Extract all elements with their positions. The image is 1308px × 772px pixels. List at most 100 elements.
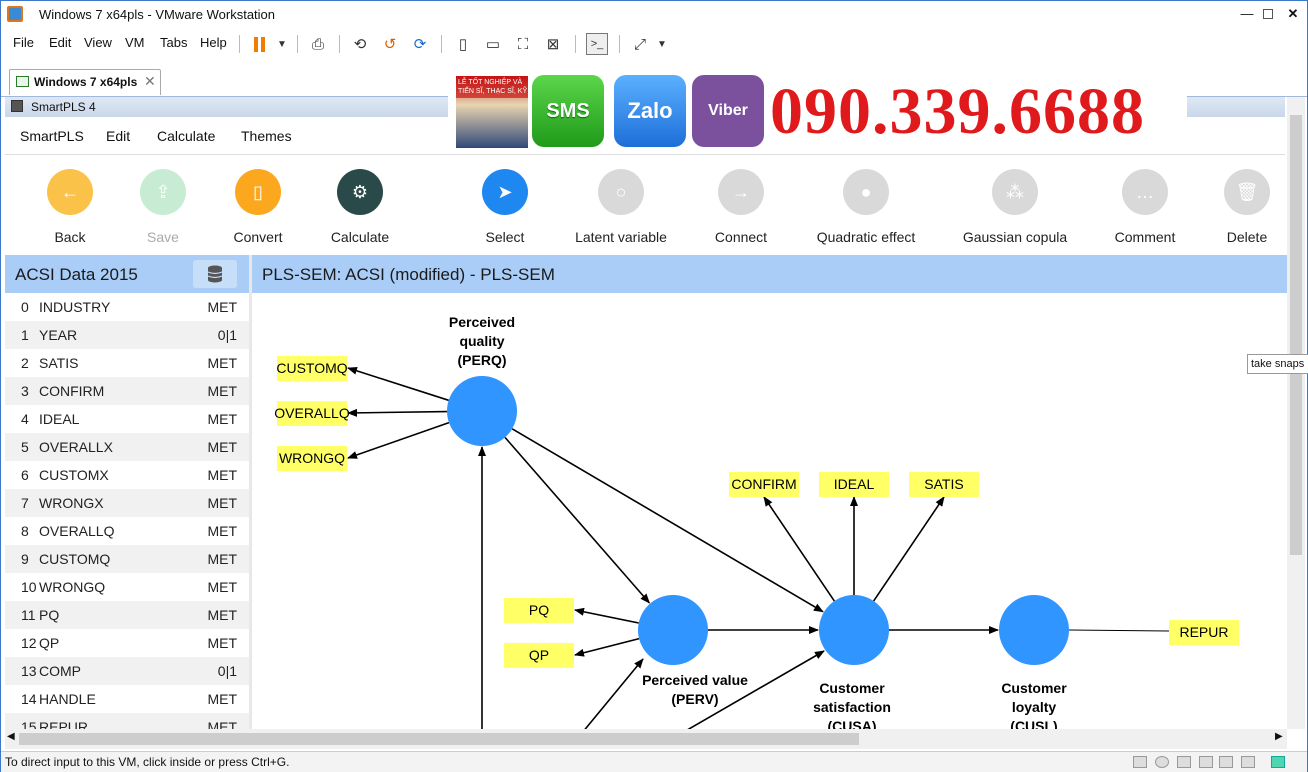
loading-wrongq[interactable] xyxy=(347,421,450,459)
menu-help[interactable]: Help xyxy=(200,35,227,50)
tool-gaussian-copula[interactable]: ⁂Gaussian copula xyxy=(955,166,1075,245)
menu-tabs[interactable]: Tabs xyxy=(160,35,188,50)
indicator-ideal[interactable]: IDEAL xyxy=(819,472,889,497)
printer-icon[interactable] xyxy=(1219,756,1233,768)
tool-calculate[interactable]: ⚙Calculate xyxy=(300,166,420,245)
path-perq-perv[interactable] xyxy=(504,436,650,604)
tool-convert[interactable]: ▯Convert xyxy=(198,166,318,245)
indicator-satis[interactable]: SATIS xyxy=(909,472,979,497)
tool-quadratic-effect[interactable]: ●Quadratic effect xyxy=(806,166,926,245)
path-perq-cusa[interactable] xyxy=(511,428,824,613)
close-tab-icon[interactable]: ✕ xyxy=(144,73,156,89)
loading-repur[interactable] xyxy=(1068,629,1170,632)
menu-themes[interactable]: Themes xyxy=(241,128,292,144)
menu-file[interactable]: File xyxy=(13,35,34,50)
message-icon[interactable] xyxy=(1271,756,1285,768)
chevron-down-icon[interactable]: ▼ xyxy=(657,38,667,50)
pause-icon[interactable] xyxy=(248,33,270,55)
indicator-qp[interactable]: QP xyxy=(504,643,574,668)
loading-pq[interactable] xyxy=(574,607,639,624)
horizontal-scroll-thumb[interactable] xyxy=(19,733,859,745)
unity-icon[interactable]: ⊠ xyxy=(546,36,560,53)
indicator-repur[interactable]: REPUR xyxy=(1169,620,1239,645)
network-icon[interactable] xyxy=(1177,756,1191,768)
tool-save[interactable]: ⇪Save xyxy=(103,166,223,245)
panel-splitter[interactable] xyxy=(249,255,252,729)
construct-circle[interactable] xyxy=(447,376,517,446)
chevron-down-icon[interactable]: ▼ xyxy=(277,38,287,50)
tool-delete[interactable]: 🗑Delete xyxy=(1187,166,1307,245)
indicator-box[interactable] xyxy=(1169,620,1239,645)
indicator-box[interactable] xyxy=(504,643,574,668)
library-view-icon[interactable]: ▯ xyxy=(458,36,468,53)
close-icon[interactable]: ✕ xyxy=(1287,6,1299,21)
indicator-box[interactable] xyxy=(909,472,979,497)
tool-back[interactable]: ←Back xyxy=(10,166,130,245)
path-incoming-perv[interactable] xyxy=(582,658,644,729)
menu-edit-app[interactable]: Edit xyxy=(106,128,131,144)
revert-snapshot-icon[interactable]: ↺ xyxy=(383,36,397,53)
indicator-box[interactable] xyxy=(729,472,799,497)
indicator-overallq[interactable]: OVERALLQ xyxy=(274,401,350,426)
indicator-customq[interactable]: CUSTOMQ xyxy=(276,356,348,381)
indicator-pq[interactable]: PQ xyxy=(504,598,574,623)
vertical-scrollbar[interactable] xyxy=(1287,97,1305,729)
construct-circle[interactable] xyxy=(819,595,889,665)
fullscreen-icon[interactable]: ⛶ xyxy=(517,35,529,53)
indicator-box[interactable] xyxy=(819,472,889,497)
stretch-icon[interactable]: ⤢ xyxy=(633,35,646,53)
tool-comment[interactable]: …Comment xyxy=(1085,166,1205,245)
usb-icon[interactable] xyxy=(1199,756,1213,768)
indicator-box[interactable] xyxy=(277,446,347,471)
scroll-right-icon[interactable]: ▶ xyxy=(1275,731,1283,742)
thumbnail-view-icon[interactable]: ▭ xyxy=(485,36,501,53)
loading-qp[interactable] xyxy=(574,637,640,657)
menu-smartpls[interactable]: SmartPLS xyxy=(20,128,84,144)
indicator-confirm[interactable]: CONFIRM xyxy=(729,472,799,497)
sound-icon[interactable] xyxy=(1241,756,1255,768)
horizontal-scrollbar[interactable]: ◀ ▶ xyxy=(5,729,1287,749)
indicator-box[interactable] xyxy=(277,356,347,381)
snapshot-icon[interactable]: ⟲ xyxy=(353,36,367,53)
construct-perv[interactable]: Perceived value(PERV) xyxy=(638,595,748,707)
cd-icon[interactable] xyxy=(1155,756,1169,768)
tab-windows7[interactable]: Windows 7 x64pls ✕ xyxy=(9,69,161,95)
maximize-icon[interactable] xyxy=(1263,9,1273,19)
menu-edit[interactable]: Edit xyxy=(49,35,72,50)
loading-customq[interactable] xyxy=(347,366,449,402)
snapshot-manager-icon[interactable]: ⟳ xyxy=(413,36,427,53)
send-keys-icon[interactable]: ⎙ xyxy=(311,35,324,53)
vertical-scroll-thumb[interactable] xyxy=(1290,115,1302,555)
loading-confirm[interactable] xyxy=(763,496,836,602)
menu-calculate[interactable]: Calculate xyxy=(157,128,216,144)
indicator-box[interactable] xyxy=(277,401,347,426)
console-icon[interactable]: >_ xyxy=(586,33,608,55)
menu-vm[interactable]: VM xyxy=(125,35,145,50)
indicator-wrongq[interactable]: WRONGQ xyxy=(277,446,347,471)
menu-view[interactable]: View xyxy=(84,35,112,50)
tool-connect[interactable]: →Connect xyxy=(681,166,801,245)
construct-circle[interactable] xyxy=(638,595,708,665)
loading-overallq[interactable] xyxy=(347,408,448,417)
scroll-left-icon[interactable]: ◀ xyxy=(7,731,15,742)
